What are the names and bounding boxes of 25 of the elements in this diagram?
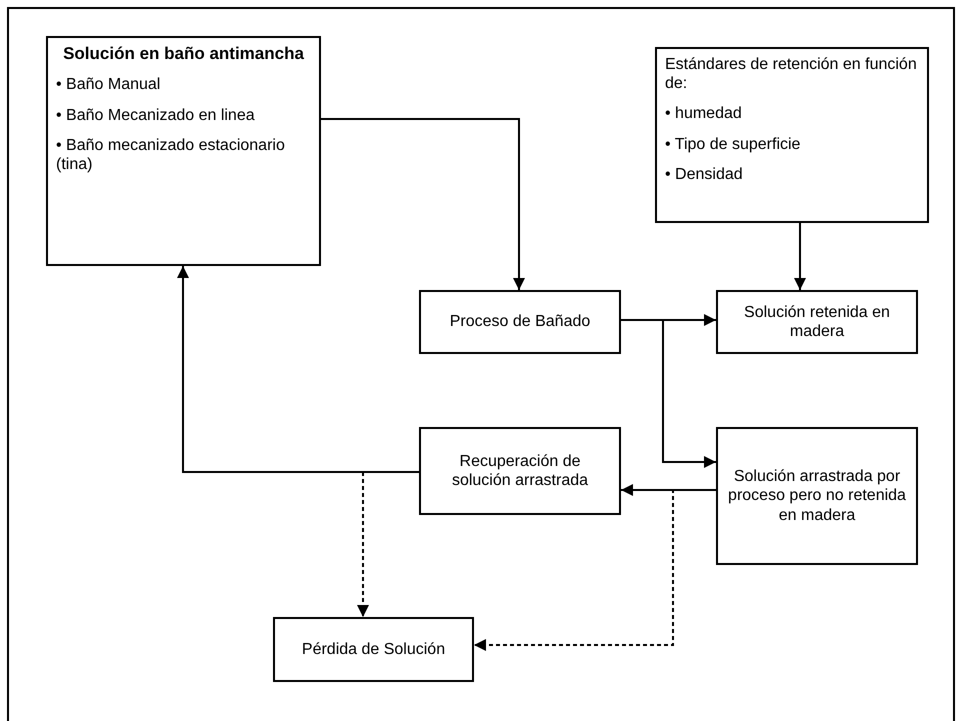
- process-box: [46, 36, 321, 266]
- dashed-arrow: [357, 471, 419, 617]
- arrow: [321, 118, 525, 290]
- bullet-item: • Baño Mecanizado en linea: [56, 106, 256, 125]
- box-text: Solución arrastrada por proceso pero no retenida en madera: [727, 467, 907, 525]
- box-text: Estándares de retención en función de:: [665, 55, 918, 94]
- process-box: [716, 290, 918, 354]
- arrow: [794, 223, 806, 290]
- process-box: [655, 47, 929, 223]
- process-box: [419, 290, 621, 354]
- bullet-item: • Baño mecanizado estacionario (tina): [56, 136, 286, 174]
- box-text: Recuperación de solución arrastrada: [450, 452, 590, 490]
- bullet-item: • Tipo de superficie: [665, 134, 802, 154]
- box-title: Solución en baño antimancha: [62, 44, 305, 64]
- box-text: Proceso de Bañado: [448, 312, 592, 332]
- process-box: [716, 427, 918, 565]
- box-text: Pérdida de Solución: [300, 640, 446, 660]
- bullet-item: • humedad: [665, 104, 743, 124]
- process-box: [419, 427, 621, 515]
- bullet-item: • Densidad: [665, 164, 744, 184]
- bullet-item: • Baño Manual: [56, 75, 162, 95]
- arrow: [621, 319, 716, 468]
- process-box: [273, 617, 474, 682]
- box-text: Solución retenida en madera: [743, 302, 891, 342]
- dashed-arrow: [474, 489, 716, 651]
